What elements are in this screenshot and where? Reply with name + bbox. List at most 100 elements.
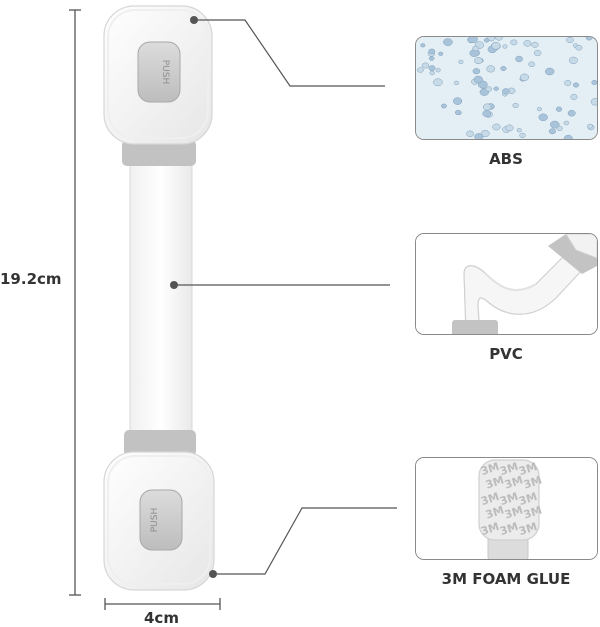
abs-pellet xyxy=(531,41,539,48)
abs-pellet xyxy=(523,40,532,47)
abs-pellet xyxy=(441,103,447,109)
abs-pellet xyxy=(519,132,526,138)
abs-pellet xyxy=(572,82,580,88)
abs-pellet xyxy=(567,109,576,117)
pad-3m-print: 3M xyxy=(484,503,506,521)
pad-3m-print: 3M xyxy=(517,520,539,538)
pad-3m-print: 3M xyxy=(503,473,525,491)
abs-pellet xyxy=(486,65,496,73)
abs-pellet xyxy=(435,68,441,73)
bottom-collar xyxy=(124,430,196,456)
pad-3m-print: 3M xyxy=(503,503,525,521)
abs-pellet xyxy=(575,44,583,51)
abs-pellet xyxy=(428,56,435,61)
pvc-strap xyxy=(129,159,193,461)
abs-pellet xyxy=(438,51,444,56)
abs-label: ABS xyxy=(489,150,523,168)
abs-pellet xyxy=(453,97,463,105)
abs-pellet xyxy=(555,106,563,112)
width-label: 4cm xyxy=(144,609,179,627)
abs-pellet xyxy=(458,59,464,65)
abs-pellet xyxy=(590,98,597,106)
abs-pellets-image xyxy=(416,37,597,139)
abs-pellet xyxy=(472,68,481,75)
abs-pellet xyxy=(566,37,574,44)
top-push-text: PUSH xyxy=(160,60,170,85)
abs-pellet xyxy=(473,75,483,84)
abs-pellet xyxy=(500,66,507,71)
abs-pellet xyxy=(495,37,503,41)
abs-pellet xyxy=(533,50,542,57)
abs-pellet xyxy=(591,80,597,85)
abs-pellet xyxy=(493,86,499,91)
abs-pellet xyxy=(453,80,460,86)
abs-pellet xyxy=(468,37,478,44)
abs-pellet xyxy=(491,42,501,50)
abs-pellet xyxy=(428,48,436,55)
pad-3m-print: 3M xyxy=(522,473,544,491)
abs-pellet xyxy=(429,70,435,76)
callout-pvc xyxy=(170,281,390,289)
abs-pellet xyxy=(585,37,593,41)
abs-pellet xyxy=(515,55,523,63)
pvc-label: PVC xyxy=(489,345,523,363)
pad-3m-print: 3M xyxy=(479,460,501,478)
abs-pellet xyxy=(502,88,510,95)
abs-pellet xyxy=(433,78,443,87)
pad-3m-print: 3M xyxy=(479,490,501,508)
abs-pellet xyxy=(472,45,479,52)
abs-material-panel xyxy=(415,36,598,140)
abs-pellet xyxy=(536,107,542,112)
abs-pellet xyxy=(482,110,492,118)
top-collar xyxy=(122,140,196,166)
abs-pellet xyxy=(443,38,453,46)
pad-3m-print: 3M xyxy=(479,520,501,538)
width-dimension-line xyxy=(104,598,221,610)
abs-pellet xyxy=(482,103,492,111)
abs-pellet xyxy=(466,130,474,137)
height-dimension-line xyxy=(69,9,81,596)
abs-pellet xyxy=(417,67,424,73)
callout-foam-glue xyxy=(209,507,397,578)
abs-pellet xyxy=(520,73,529,81)
abs-pellet xyxy=(428,65,436,71)
pvc-strap-image xyxy=(416,234,597,334)
abs-pellet xyxy=(483,38,490,43)
height-label: 19.2cm xyxy=(0,270,62,288)
abs-pellet xyxy=(528,61,536,68)
bottom-push-button: PUSH xyxy=(139,489,183,551)
abs-pellet xyxy=(563,120,570,126)
pad-3m-print: 3M xyxy=(498,460,520,478)
pad-3m-print: 3M xyxy=(484,473,506,491)
abs-pellet xyxy=(570,93,578,100)
abs-pellet xyxy=(485,86,493,92)
abs-pellet xyxy=(510,39,518,46)
top-push-button: PUSH xyxy=(137,41,181,103)
pvc-material-panel xyxy=(415,233,598,335)
abs-pellet xyxy=(545,67,555,76)
abs-pellet xyxy=(550,120,560,129)
callout-abs xyxy=(190,16,385,87)
abs-pellet xyxy=(420,43,426,48)
pad-3m-print: 3M xyxy=(517,490,539,508)
abs-pellet xyxy=(564,80,572,86)
pad-3m-print: 3M xyxy=(522,503,544,521)
abs-pellet xyxy=(548,128,556,135)
foam-glue-label: 3M FOAM GLUE xyxy=(441,570,571,588)
abs-pellet xyxy=(474,57,483,65)
abs-pellet xyxy=(474,133,484,139)
abs-pellet xyxy=(505,124,514,132)
pad-3m-print: 3M xyxy=(517,460,539,478)
abs-pellet xyxy=(556,125,563,131)
abs-pellet xyxy=(492,123,501,131)
abs-pellet xyxy=(587,123,593,129)
abs-pellet xyxy=(512,102,519,109)
abs-pellet xyxy=(516,128,522,133)
bottom-push-text: PUSH xyxy=(150,508,160,533)
pad-3m-print: 3M xyxy=(498,490,520,508)
abs-pellet xyxy=(563,134,573,139)
abs-pellet xyxy=(568,56,578,65)
